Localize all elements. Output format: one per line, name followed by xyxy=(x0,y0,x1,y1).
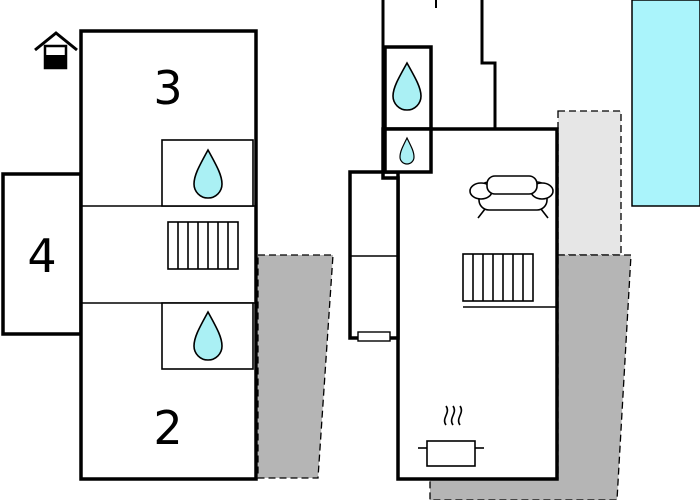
water-drop-icon xyxy=(193,310,223,361)
room-number-2: 2 xyxy=(153,401,182,455)
terrace-left xyxy=(257,254,334,479)
room-4 xyxy=(1,172,83,336)
pool xyxy=(631,0,700,207)
terrace-light xyxy=(557,110,622,256)
stairs-icon xyxy=(462,253,557,308)
water-drop-icon xyxy=(399,136,415,165)
sofa-icon xyxy=(469,175,554,219)
window-mark xyxy=(357,331,391,342)
annex xyxy=(348,170,400,340)
water-drop-icon xyxy=(193,148,223,199)
stairs-icon xyxy=(167,221,239,270)
water-drop-icon xyxy=(392,61,422,111)
corridor-wall xyxy=(480,0,497,129)
room-number-4: 4 xyxy=(27,229,56,283)
house-icon xyxy=(34,31,78,70)
room-number-3: 3 xyxy=(153,61,182,115)
cooking-pot-icon xyxy=(418,405,484,467)
